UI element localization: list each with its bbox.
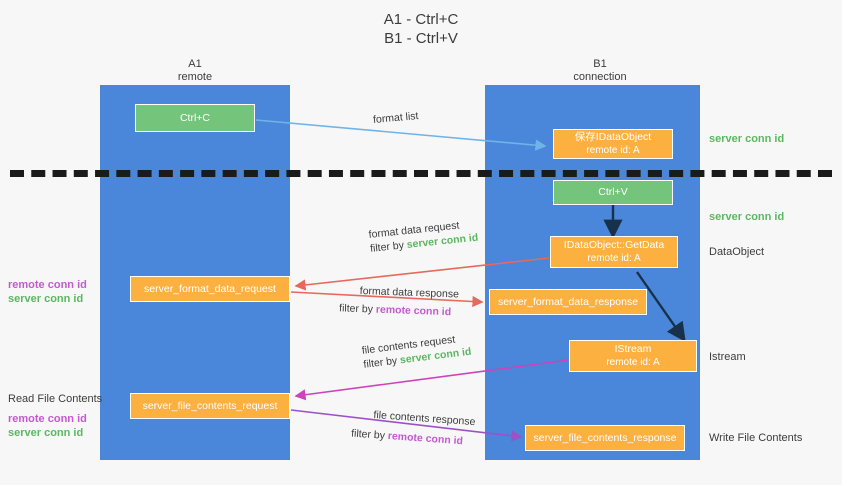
box-ctrl-v[interactable]: Ctrl+V [553,180,673,205]
label-format-data-response: format data response filter by remote co… [339,284,460,319]
lane-header-b1: B1 connection [535,58,665,84]
box-server-format-data-response[interactable]: server_format_data_response [489,289,647,315]
label-fcres-emphasis: remote conn id [387,430,464,448]
diagram-title: A1 - Ctrl+C B1 - Ctrl+V [0,10,842,48]
box-save-idataobject[interactable]: 保存IDataObject remote id: A [553,129,673,159]
box-save-idataobject-sub: remote id: A [586,145,640,156]
label-fdreq-prefix: filter by [369,239,408,255]
box-server-format-data-request-label: server_format_data_request [144,282,276,295]
box-server-format-data-request[interactable]: server_format_data_request [130,276,290,302]
label-fcreq-prefix: filter by [362,354,401,371]
box-ctrl-c-label: Ctrl+C [179,111,211,124]
left-label-server-conn-id-2: server conn id [8,427,84,439]
title-line-2: B1 - Ctrl+V [384,30,458,47]
box-istream-label: IStream [614,343,652,355]
box-istream[interactable]: IStream remote id: A [569,340,697,372]
box-save-idataobject-label: 保存IDataObject [574,131,652,143]
right-label-server-conn-id-mid: server conn id [709,211,785,223]
box-getdata-label: IDataObject::GetData [563,239,665,251]
label-file-contents-request: file contents request filter by server c… [361,331,472,372]
lane-header-a1: A1 remote [130,58,260,84]
lane-a1-name: A1 [188,58,202,70]
label-fcres-prefix: filter by [350,427,389,443]
box-getdata[interactable]: IDataObject::GetData remote id: A [550,236,678,268]
right-label-istream: Istream [709,351,746,363]
box-server-file-contents-response-label: server_file_contents_response [533,431,677,444]
right-label-dataobject: DataObject [709,246,765,258]
right-label-server-conn-id-top: server conn id [709,133,785,145]
label-format-data-request: format data request filter by server con… [368,217,479,256]
phase-divider [10,170,832,177]
label-format-data-response-line2: filter by remote conn id [339,301,459,319]
left-label-read-file-contents: Read File Contents [8,393,103,405]
label-format-list: format list [372,110,419,126]
box-server-file-contents-request[interactable]: server_file_contents_request [130,393,290,419]
left-label-remote-conn-id-2: remote conn id [8,413,87,425]
box-ctrl-c[interactable]: Ctrl+C [135,104,255,132]
box-server-file-contents-request-label: server_file_contents_request [142,399,278,412]
label-file-contents-response: file contents response filter by remote … [351,408,476,449]
label-format-data-response-line1: format data response [359,284,460,301]
lane-b1-sub: connection [573,71,627,83]
box-server-file-contents-response[interactable]: server_file_contents_response [525,425,685,451]
right-label-write-file-contents: Write File Contents [709,432,803,444]
box-istream-sub: remote id: A [606,357,660,368]
label-fdres-prefix: filter by [338,302,377,316]
box-getdata-sub: remote id: A [587,253,641,264]
title-line-1: A1 - Ctrl+C [383,11,459,28]
label-file-contents-response-line1: file contents response [373,408,476,429]
left-label-conn-ids-2: remote conn id server conn id [8,412,87,440]
left-label-remote-conn-id-1: remote conn id [8,279,87,291]
lane-a1-sub: remote [177,71,213,83]
box-server-format-data-response-label: server_format_data_response [497,295,639,308]
label-file-contents-response-line2: filter by remote conn id [351,426,475,449]
label-fdres-emphasis: remote conn id [375,303,452,319]
lane-b1-name: B1 [593,58,607,70]
left-label-conn-ids-1: remote conn id server conn id [8,278,87,306]
box-ctrl-v-label: Ctrl+V [598,186,628,198]
left-label-server-conn-id-1: server conn id [8,293,84,305]
